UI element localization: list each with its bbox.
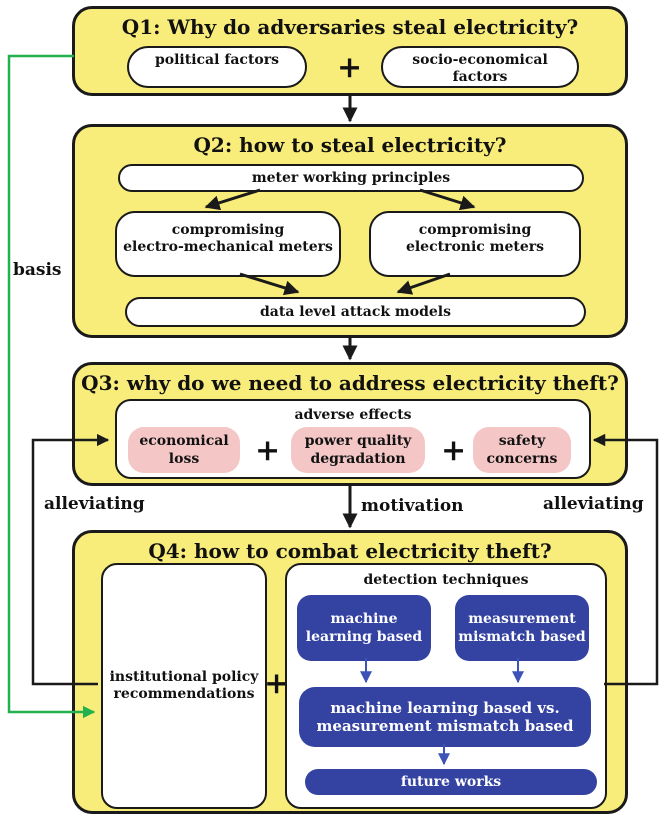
power-quality-line1: power quality [304,433,412,449]
future-works-box: future works [305,769,597,795]
measurement-mismatch-based-box: measurement mismatch based [455,595,589,661]
institutional-policy-line1: institutional policy [109,669,259,685]
political-factors-box: political factors [127,46,307,88]
economical-loss-line2: loss [168,451,200,467]
future-works-label: future works [400,774,502,790]
detection-techniques-label: detection techniques [363,572,529,588]
data-level-attack-models-label: data level attack models [260,303,451,320]
safety-concerns-box: safety concerns [473,427,571,473]
q4-panel: Q4: how to combat electricity theft? ins… [72,530,628,814]
q1-title: Q1: Why do adversaries steal electricity… [121,15,579,39]
safety-concerns-line2: concerns [486,451,558,467]
electro-mechanical-line1: compromising [171,222,285,238]
alleviating-left-label: alleviating [44,494,145,514]
ml-vs-mm-line2: measurement mismatch based [316,717,574,735]
electro-mechanical-line2: electro-mechanical meters [123,239,333,255]
ml-vs-mm-box: machine learning based vs. measurement m… [299,687,591,747]
machine-learning-line1: machine [330,611,398,627]
machine-learning-line2: learning based [305,629,423,645]
q3-panel: Q3: why do we need to address electricit… [72,362,628,486]
institutional-policy-line2: recommendations [113,686,255,702]
economical-loss-box: economical loss [128,427,240,473]
measurement-mismatch-line2: mismatch based [458,629,586,645]
safety-concerns-line1: safety [498,433,546,449]
basis-label: basis [13,260,62,280]
electro-mechanical-meters-box: compromising electro-mechanical meters [115,211,341,277]
q4-title: Q4: how to combat electricity theft? [148,539,552,563]
economical-loss-line1: economical [139,433,229,449]
q1-panel: Q1: Why do adversaries steal electricity… [72,6,628,96]
political-factors-label: political factors [154,52,280,68]
motivation-label: motivation [361,496,464,516]
institutional-policy-box: institutional policy recommendations [101,563,267,809]
power-quality-degradation-box: power quality degradation [291,427,425,473]
data-level-attack-models-box: data level attack models [125,297,586,327]
socio-economical-factors-box: socio-economical factors [381,46,579,88]
alleviating-right-label: alleviating [543,494,644,514]
meter-working-principles-label: meter working principles [251,169,451,186]
socio-economical-factors-label: socio-economical factors [412,52,548,85]
power-quality-line2: degradation [310,451,406,467]
meter-working-principles-box: meter working principles [118,164,584,192]
electronic-meters-line1: compromising [418,222,532,238]
q2-panel: Q2: how to steal electricity? meter work… [72,124,628,338]
measurement-mismatch-line1: measurement [468,611,576,627]
q3-plus-1: + [255,433,281,468]
q3-plus-2: + [441,433,467,468]
q1-plus: + [337,50,363,85]
adverse-effects-label: adverse effects [294,407,412,423]
electronic-meters-box: compromising electronic meters [369,211,581,277]
electronic-meters-line2: electronic meters [405,239,545,255]
ml-vs-mm-line1: machine learning based vs. [330,699,560,717]
q3-title: Q3: why do we need to address electricit… [81,371,619,395]
machine-learning-based-box: machine learning based [297,595,431,661]
q4-plus: + [264,666,290,701]
q2-title: Q2: how to steal electricity? [193,133,507,157]
